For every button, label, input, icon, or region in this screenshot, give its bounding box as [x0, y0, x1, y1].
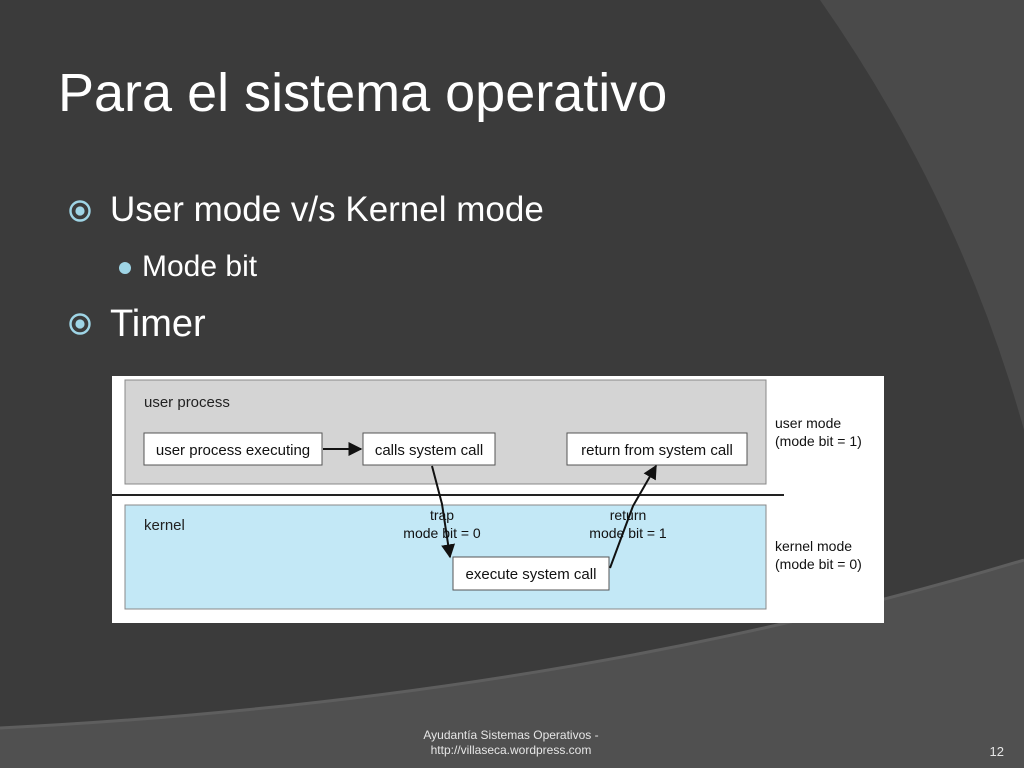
- arrow-trap: [431, 465, 456, 559]
- slide-title: Para el sistema operativo: [58, 63, 668, 123]
- dot-icon: [119, 262, 131, 274]
- circle-dot-icon: [69, 313, 91, 335]
- arrow-return: [609, 464, 657, 569]
- footer-line-1: Ayudantía Sistemas Operativos -: [423, 728, 599, 742]
- background-curve-line: [0, 558, 1024, 730]
- user-region: [124, 379, 767, 485]
- slide-footer: Ayudantía Sistemas Operativos - http://v…: [380, 728, 642, 758]
- box-user-process-executing-label: user process executing: [156, 442, 310, 459]
- box-return-from-system-call-label: return from system call: [581, 442, 733, 459]
- footer-line-2: http://villaseca.wordpress.com: [430, 743, 592, 757]
- background-curve-top: [820, 0, 1024, 430]
- user-mode-label: user mode: [775, 415, 841, 431]
- user-region-label: user process: [144, 394, 230, 411]
- kernel-mode-bit-label: (mode bit = 0): [775, 556, 862, 572]
- box-return-from-system-call: [566, 432, 748, 466]
- trap-mode-bit-label: mode bit = 0: [403, 525, 481, 541]
- box-calls-system-call: [362, 432, 496, 466]
- bullet-text: User mode v/s Kernel mode: [110, 190, 544, 229]
- kernel-mode-label: kernel mode: [775, 538, 852, 554]
- return-label: return: [610, 507, 647, 523]
- box-calls-system-call-label: calls system call: [375, 442, 483, 459]
- box-execute-system-call-label: execute system call: [466, 566, 597, 583]
- trap-label: trap: [430, 507, 454, 523]
- box-user-process-executing: [143, 432, 323, 466]
- bullet-text: Mode bit: [142, 250, 258, 283]
- kernel-region-label: kernel: [144, 517, 185, 534]
- circle-dot-icon: [69, 200, 91, 222]
- user-mode-bit-label: (mode bit = 1): [775, 433, 862, 449]
- background-curve-bottom: [0, 560, 1024, 768]
- return-mode-bit-label: mode bit = 1: [589, 525, 667, 541]
- page-number: 12: [989, 744, 1004, 759]
- bullet-text: Timer: [110, 303, 206, 345]
- box-execute-system-call: [452, 556, 610, 591]
- mode-diagram: user process kernel user process executi…: [112, 376, 884, 623]
